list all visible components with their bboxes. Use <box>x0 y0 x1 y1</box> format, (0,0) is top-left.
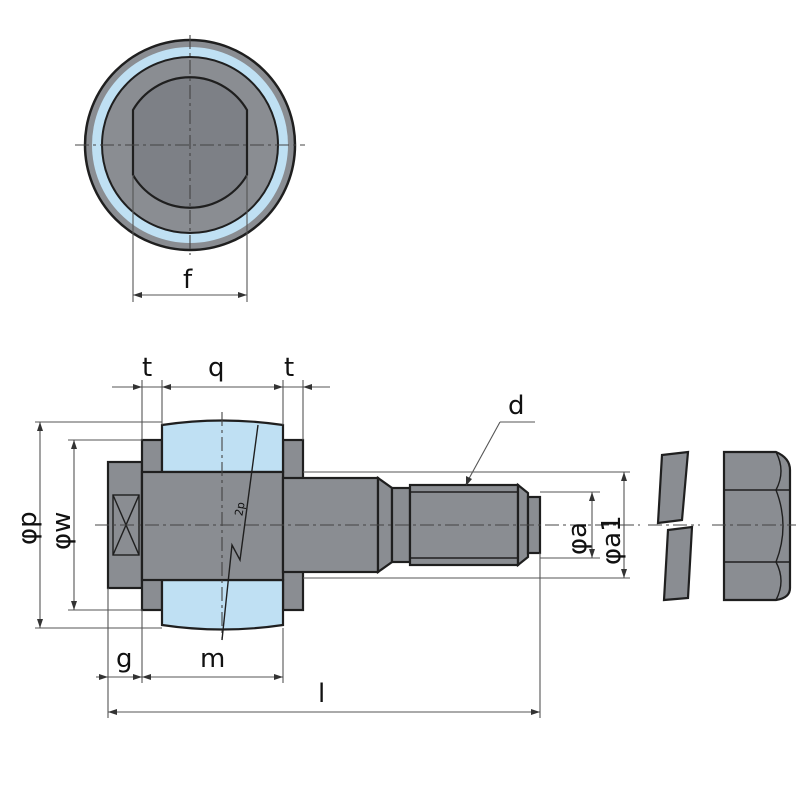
washer-bottom <box>662 525 694 602</box>
a-arrow-bottom <box>589 549 595 558</box>
end-view: f <box>75 35 305 302</box>
nut-chamfer-mid <box>775 489 784 563</box>
g-label: g <box>116 644 133 674</box>
washer-top <box>656 450 690 525</box>
m-arrow-right <box>274 674 283 680</box>
nut-chamfer-bottom <box>775 561 782 601</box>
t-left-label: t <box>142 353 152 383</box>
nut-body <box>722 450 792 602</box>
g-arrow-right <box>133 674 142 680</box>
q-label: q <box>208 353 225 383</box>
t-left-arrow-b <box>162 384 171 390</box>
phi-w-label: φw <box>47 512 77 550</box>
t-right-arrow-b <box>303 384 312 390</box>
w-arrow-bottom <box>71 601 77 610</box>
d-leader-arrow <box>466 476 472 486</box>
twop-label: 2p <box>232 501 247 517</box>
p-arrow-top <box>37 422 43 431</box>
m-arrow-left <box>142 674 151 680</box>
a-arrow-top <box>589 492 595 501</box>
hex-nut <box>712 450 796 602</box>
g-arrow-left <box>99 674 108 680</box>
p-arrow-bottom <box>37 619 43 628</box>
outer-ring-bottom <box>160 578 285 631</box>
m-label: m <box>200 644 225 674</box>
a1-arrow-bottom <box>621 569 627 578</box>
t-left-arrow-a <box>133 384 142 390</box>
w-arrow-top <box>71 440 77 449</box>
nut-chamfer-top <box>775 451 782 491</box>
phi-a1-label: φa1 <box>597 515 627 565</box>
spring-washer <box>648 450 700 602</box>
l-label: l <box>318 679 325 709</box>
f-label: f <box>183 265 193 295</box>
lube-hole-line <box>221 424 259 641</box>
l-arrow-right <box>531 709 540 715</box>
d-label: d <box>508 391 525 421</box>
f-arrow-left <box>133 292 142 298</box>
a1-arrow-top <box>621 472 627 481</box>
t-right-label: t <box>284 353 294 383</box>
q-arrow-right <box>274 384 283 390</box>
side-view: 2p t q t d φp φw <box>13 353 640 718</box>
inner-body <box>140 470 285 582</box>
d-leader <box>465 421 501 485</box>
phi-p-label: φp <box>13 511 43 545</box>
l-arrow-left <box>108 709 117 715</box>
f-arrow-right <box>238 292 247 298</box>
phi-a-label: φa <box>563 522 593 555</box>
